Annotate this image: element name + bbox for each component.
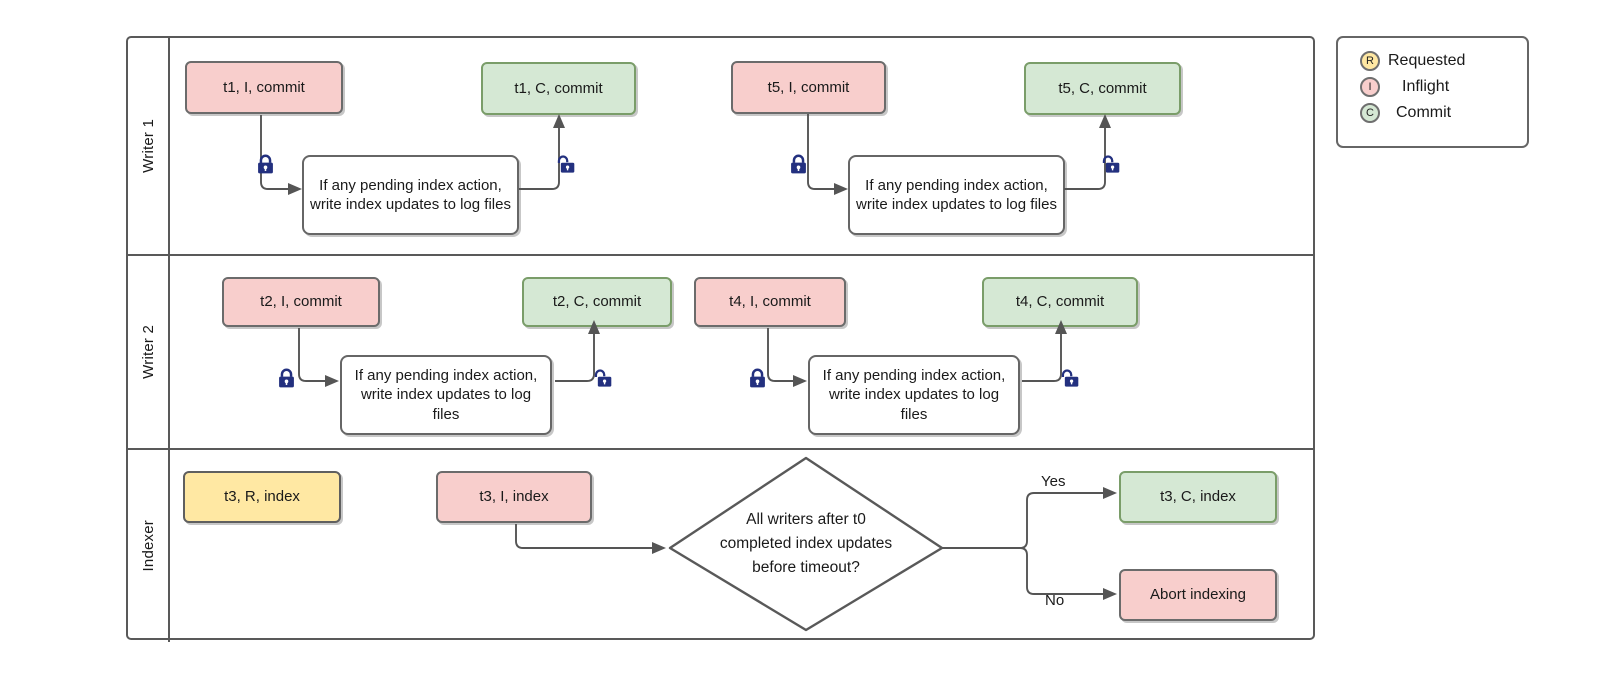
lane-body-writer-2: t2, I, commit t2, C, commit t4, I, commi… — [170, 256, 1313, 448]
legend-label-requested: Requested — [1388, 52, 1466, 69]
legend-label-inflight: Inflight — [1402, 78, 1450, 95]
legend-label-commit: Commit — [1396, 104, 1452, 121]
legend-item-commit: C Commit — [1338, 100, 1527, 126]
node-writer2-process-a[interactable]: If any pending index action, write index… — [340, 355, 552, 435]
node-writer1-process-a[interactable]: If any pending index action, write index… — [302, 155, 519, 235]
lock-closed-icon — [279, 368, 294, 388]
legend-badge-requested: R — [1360, 51, 1380, 71]
node-t3-requested[interactable]: t3, R, index — [183, 471, 341, 523]
node-t5-inflight[interactable]: t5, I, commit — [731, 61, 886, 114]
lock-closed-icon — [750, 368, 765, 388]
lane-label-indexer: Indexer — [139, 520, 157, 572]
lane-header-writer-1: Writer 1 — [128, 38, 170, 254]
legend-item-inflight: I Inflight — [1338, 74, 1527, 100]
lane-label-writer-1: Writer 1 — [139, 119, 157, 173]
node-t4-inflight[interactable]: t4, I, commit — [694, 277, 846, 327]
lane-label-writer-2: Writer 2 — [139, 325, 157, 379]
lock-open-icon — [1102, 155, 1120, 173]
lane-writer-1: Writer 1 t1, I, commit t1, C, commit t5,… — [128, 38, 1313, 254]
label-no: No — [1045, 592, 1065, 609]
lane-body-writer-1: t1, I, commit t1, C, commit t5, I, commi… — [170, 38, 1313, 254]
lock-open-icon — [594, 369, 612, 387]
swimlane-pool: Writer 1 t1, I, commit t1, C, commit t5,… — [126, 36, 1315, 642]
node-t4-commit[interactable]: t4, C, commit — [982, 277, 1138, 327]
legend-badge-commit: C — [1360, 103, 1380, 123]
legend-item-requested: R Requested — [1338, 48, 1527, 74]
lane-writer-2: Writer 2 t2, I, commit t2, C, commit t4,… — [128, 254, 1313, 448]
lock-closed-icon — [791, 154, 806, 174]
node-t1-commit[interactable]: t1, C, commit — [481, 62, 636, 115]
label-yes: Yes — [1041, 473, 1066, 490]
node-t3-commit[interactable]: t3, C, index — [1119, 471, 1277, 523]
lane-header-indexer: Indexer — [128, 450, 170, 642]
lock-open-icon — [1061, 369, 1079, 387]
node-t2-inflight[interactable]: t2, I, commit — [222, 277, 380, 327]
lock-open-icon — [557, 155, 575, 173]
lane-header-writer-2: Writer 2 — [128, 256, 170, 448]
lock-closed-icon — [258, 154, 273, 174]
lane-indexer: Indexer t3, R, index t3, I, index t3, C,… — [128, 448, 1313, 642]
node-writer1-process-b[interactable]: If any pending index action, write index… — [848, 155, 1065, 235]
node-writer2-process-b[interactable]: If any pending index action, write index… — [808, 355, 1020, 435]
node-t5-commit[interactable]: t5, C, commit — [1024, 62, 1181, 115]
node-t3-inflight[interactable]: t3, I, index — [436, 471, 592, 523]
legend-badge-inflight: I — [1360, 77, 1380, 97]
legend-panel: R Requested I Inflight C Commit — [1336, 36, 1529, 148]
lane-body-indexer: t3, R, index t3, I, index t3, C, index A… — [170, 450, 1313, 642]
node-t1-inflight[interactable]: t1, I, commit — [185, 61, 343, 114]
node-t2-commit[interactable]: t2, C, commit — [522, 277, 672, 327]
node-abort-indexing[interactable]: Abort indexing — [1119, 569, 1277, 621]
